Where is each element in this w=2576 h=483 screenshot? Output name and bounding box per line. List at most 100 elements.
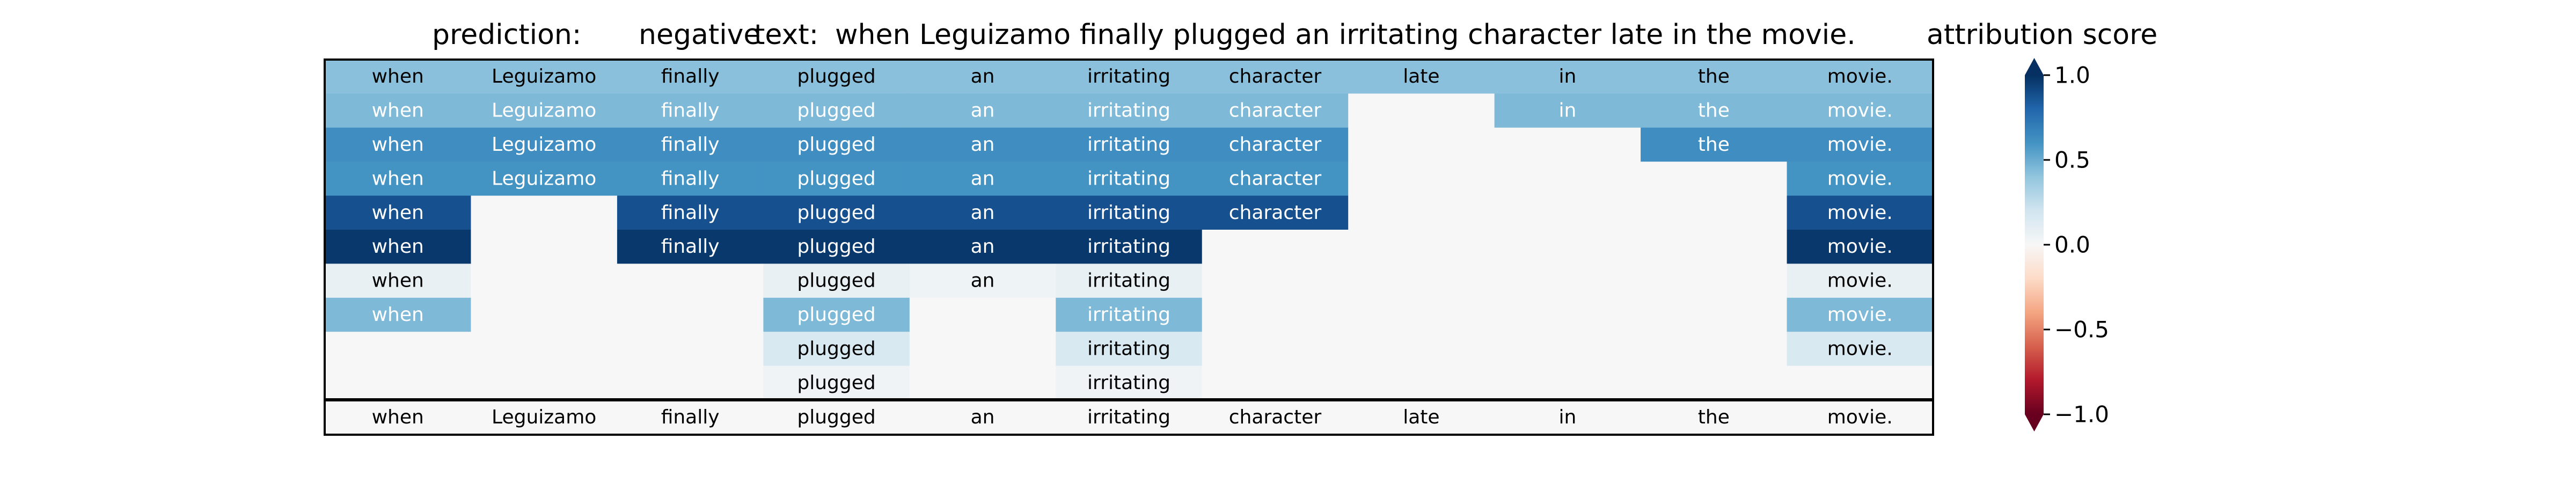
heatmap-token-label: Leguizamo <box>492 65 596 87</box>
heatmap-cell <box>1494 60 1641 94</box>
summary-token-label: late <box>1403 406 1439 428</box>
heatmap-cell <box>617 195 764 230</box>
heatmap-token-label: Leguizamo <box>492 100 596 122</box>
heatmap-cell <box>1056 127 1203 162</box>
heatmap-token-label: finally <box>661 100 720 122</box>
heatmap-cell <box>471 264 618 298</box>
heatmap-cell <box>909 127 1056 162</box>
heatmap-cell <box>325 162 472 196</box>
heatmap-cell <box>617 93 764 128</box>
heatmap-cell <box>1494 332 1641 367</box>
heatmap-cell <box>617 60 764 94</box>
heatmap-frame <box>324 58 1934 436</box>
heatmap-cell <box>1348 365 1495 400</box>
heatmap-cell <box>617 297 764 332</box>
heatmap-cell <box>763 230 910 264</box>
heatmap-token-label: the <box>1698 65 1730 87</box>
heatmap-token-label: an <box>971 167 995 189</box>
heatmap-token-label: Leguizamo <box>492 167 596 189</box>
text-value: when Leguizamo finally plugged an irrita… <box>835 19 1856 51</box>
heatmap-cell <box>617 162 764 196</box>
heatmap-token-label: irritating <box>1087 304 1170 326</box>
colorbar: 1.00.50.0−0.5−1.0 <box>2025 58 2109 431</box>
summary-token-label: movie. <box>1827 406 1893 428</box>
heatmap-cell <box>763 162 910 196</box>
heatmap-cell <box>763 332 910 367</box>
heatmap-token-label: movie. <box>1827 338 1893 360</box>
colorbar-tick-label: 0.5 <box>2054 147 2090 173</box>
heatmap-cell <box>1641 332 1788 367</box>
colorbar-ticks: 1.00.50.0−0.5−1.0 <box>2044 62 2109 428</box>
heatmap-cell <box>1641 230 1788 264</box>
heatmap-token-label: movie. <box>1827 134 1893 156</box>
heatmap-token-label: plugged <box>797 372 875 394</box>
summary-cell <box>325 400 472 435</box>
heatmap-cell <box>1641 162 1788 196</box>
heatmap-token-label: plugged <box>797 270 875 292</box>
heatmap-cell <box>909 230 1056 264</box>
prediction-label: prediction: <box>432 19 581 51</box>
heatmap-token-label: character <box>1229 100 1322 122</box>
heatmap-token-label: plugged <box>797 304 875 326</box>
heatmap-cell <box>763 195 910 230</box>
heatmap-token-label: irritating <box>1087 372 1170 394</box>
heatmap-token-label: irritating <box>1087 202 1170 224</box>
heatmap-cell <box>1494 297 1641 332</box>
heatmap-token-label: finally <box>661 167 720 189</box>
heatmap-cell <box>1348 297 1495 332</box>
heatmap-token-label: late <box>1403 65 1439 87</box>
summary-cell <box>1202 400 1349 435</box>
heatmap-cell <box>1494 195 1641 230</box>
heatmap-token-label: finally <box>661 65 720 87</box>
heatmap-cell <box>909 162 1056 196</box>
heatmap-token-label: character <box>1229 167 1322 189</box>
summary-token-label: in <box>1558 406 1576 428</box>
heatmap-token-label: plugged <box>797 167 875 189</box>
heatmap-token-label: an <box>971 65 995 87</box>
summary-token-label: finally <box>661 406 720 428</box>
heatmap-token-label: when <box>372 304 424 326</box>
heatmap-cell <box>471 93 618 128</box>
heatmap-cell <box>1202 297 1349 332</box>
heatmap-cell <box>1056 162 1203 196</box>
heatmap-cell <box>909 195 1056 230</box>
heatmap-token-label: character <box>1229 65 1322 87</box>
heatmap-token-label: irritating <box>1087 134 1170 156</box>
heatmap-cell <box>325 127 472 162</box>
colorbar-gradient <box>2025 75 2044 414</box>
heatmap-cell <box>471 127 618 162</box>
heatmap-cell <box>471 60 618 94</box>
summary-cell <box>909 400 1056 435</box>
heatmap-token-label: movie. <box>1827 167 1893 189</box>
heatmap-cell <box>1787 332 1934 367</box>
heatmap-cell <box>617 230 764 264</box>
heatmap-cell <box>1787 93 1934 128</box>
colorbar-tick-label: −1.0 <box>2054 401 2109 428</box>
heatmap-token-label: irritating <box>1087 270 1170 292</box>
heatmap-cell <box>1787 230 1934 264</box>
heatmap-cell <box>1641 127 1788 162</box>
heatmap-cell <box>1056 60 1203 94</box>
heatmap-cell <box>1787 60 1934 94</box>
summary-token-label: plugged <box>797 406 875 428</box>
heatmap-cell <box>1056 365 1203 400</box>
heatmap-cell <box>909 365 1056 400</box>
heatmap-token-label: an <box>971 202 995 224</box>
heatmap-token-label: finally <box>661 202 720 224</box>
heatmap-token-label: plugged <box>797 338 875 360</box>
heatmap-cell <box>471 230 618 264</box>
summary-cell <box>1494 400 1641 435</box>
heatmap-cell <box>1641 195 1788 230</box>
heatmap-cell <box>1494 93 1641 128</box>
summary-cell <box>763 400 910 435</box>
heatmap-cell <box>1056 230 1203 264</box>
heatmap-token-label: when <box>372 167 424 189</box>
heatmap-token-label: movie. <box>1827 202 1893 224</box>
heatmap-token-label: in <box>1558 65 1576 87</box>
summary-token-label: when <box>372 406 424 428</box>
colorbar-tick-label: 1.0 <box>2054 62 2090 89</box>
heatmap-token-label: plugged <box>797 202 875 224</box>
heatmap-cell <box>325 297 472 332</box>
heatmap-cell <box>471 297 618 332</box>
